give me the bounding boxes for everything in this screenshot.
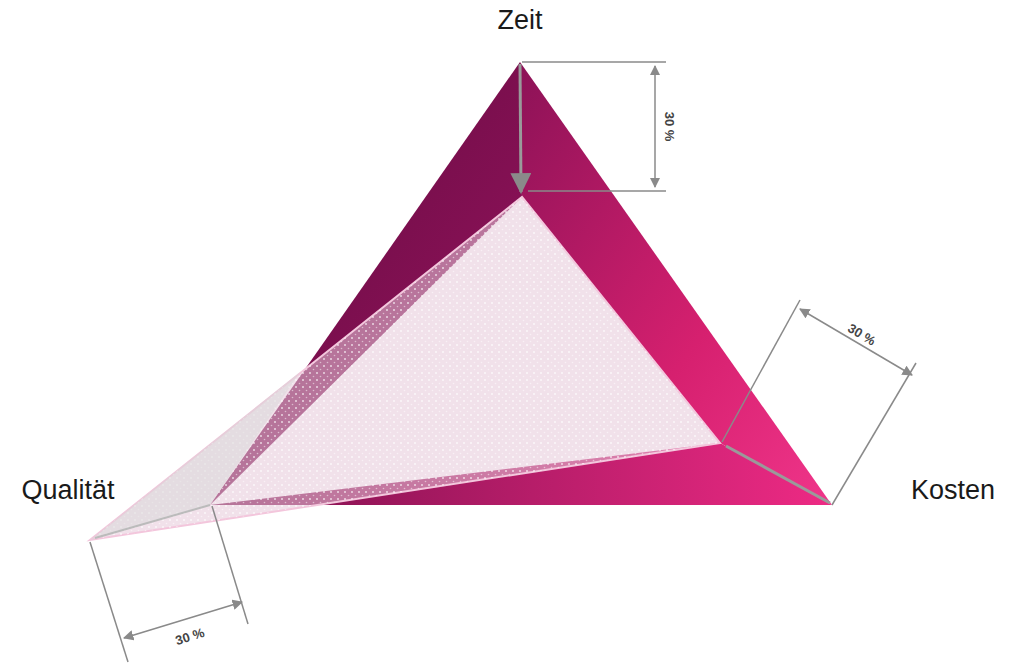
shift-arrow xyxy=(726,446,830,503)
plane-shadow xyxy=(90,372,300,540)
dimension-line xyxy=(90,506,248,662)
dimension-line xyxy=(722,300,916,505)
corner-label: Kosten xyxy=(911,475,995,506)
dimension-label: 30 % xyxy=(172,624,209,648)
shift-arrow xyxy=(95,505,210,538)
corner-label: Zeit xyxy=(497,5,542,36)
plane-texture xyxy=(90,197,720,540)
dimension-label: 30 % xyxy=(662,109,677,143)
dimension-line xyxy=(522,62,666,191)
dimension-label: 30 % xyxy=(844,319,881,349)
target-plane xyxy=(90,197,720,540)
shift-arrow xyxy=(520,64,521,192)
corner-label: Qualität xyxy=(21,475,114,506)
